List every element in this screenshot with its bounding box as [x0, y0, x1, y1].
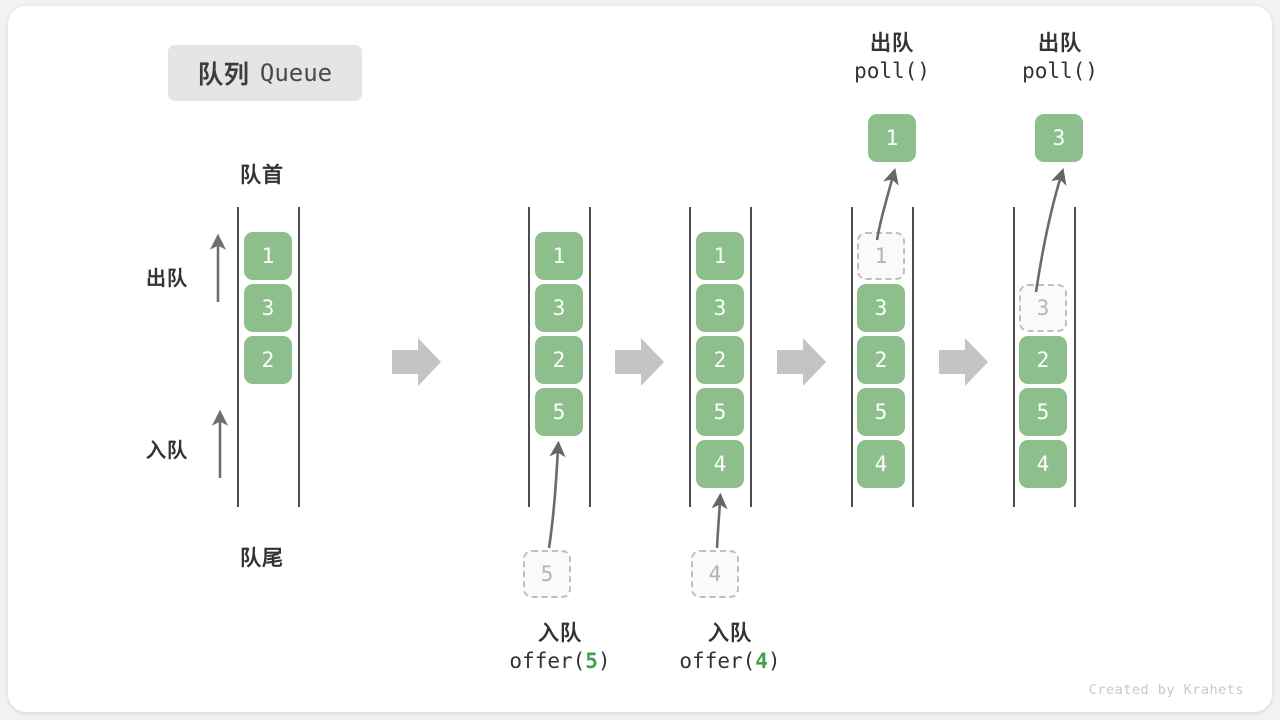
- caption-code-arg: 5: [585, 648, 598, 673]
- figure-title-cn: 队列: [197, 61, 250, 89]
- figure-card: [8, 6, 1272, 712]
- caption-offer-5-cn: 入队: [538, 622, 582, 645]
- figure-title-en: Queue: [259, 59, 333, 87]
- pending-element: 4: [691, 550, 739, 598]
- caption-offer-4-cn: 入队: [708, 622, 752, 645]
- queue-element: 5: [1019, 388, 1067, 436]
- caption-code-arg: 4: [755, 648, 768, 673]
- caption-poll-3-cn: 出队: [1038, 32, 1082, 55]
- caption-offer-4: 入队 offer(4): [650, 620, 810, 675]
- queue-element: 4: [1019, 440, 1067, 488]
- caption-code-prefix: offer(: [679, 648, 756, 673]
- popped-element: 1: [868, 114, 916, 162]
- queue-rail-right: [912, 207, 914, 507]
- caption-offer-5: 入队 offer(5): [480, 620, 640, 675]
- caption-poll-1-code: poll(): [854, 58, 930, 83]
- caption-code-suffix: ): [767, 648, 781, 673]
- figure-title-badge: 队列 Queue: [168, 45, 362, 101]
- watermark: Created by Krahets: [1088, 682, 1244, 698]
- queue-element: 3: [535, 284, 583, 332]
- queue-rail-right: [589, 207, 591, 507]
- queue-element: 3: [696, 284, 744, 332]
- label-dequeue-direction: 出队: [146, 268, 188, 290]
- queue-element: 3: [857, 284, 905, 332]
- queue-element: 2: [696, 336, 744, 384]
- queue-element: 1: [535, 232, 583, 280]
- queue-element: 5: [696, 388, 744, 436]
- queue-rail-left: [237, 207, 239, 507]
- queue-element: 5: [857, 388, 905, 436]
- caption-code-prefix: offer(: [509, 648, 586, 673]
- caption-offer-4-code: offer(4): [650, 648, 810, 676]
- removed-element: 1: [857, 232, 905, 280]
- popped-element: 3: [1035, 114, 1083, 162]
- queue-element: 2: [857, 336, 905, 384]
- label-enqueue-direction: 入队: [146, 440, 188, 462]
- removed-element: 3: [1019, 284, 1067, 332]
- queue-element: 1: [696, 232, 744, 280]
- caption-poll-3-code: poll(): [1022, 58, 1098, 83]
- label-queue-rear: 队尾: [240, 547, 284, 570]
- queue-element: 4: [857, 440, 905, 488]
- queue-element: 5: [535, 388, 583, 436]
- queue-rail-right: [1074, 207, 1076, 507]
- caption-poll-1-cn: 出队: [870, 32, 914, 55]
- caption-offer-5-code: offer(5): [480, 648, 640, 676]
- queue-rail-left: [689, 207, 691, 507]
- queue-rail-left: [1013, 207, 1015, 507]
- queue-element: 2: [535, 336, 583, 384]
- pending-element: 5: [523, 550, 571, 598]
- caption-poll-3: 出队 poll(): [980, 30, 1140, 85]
- caption-code-suffix: ): [597, 648, 611, 673]
- queue-element: 4: [696, 440, 744, 488]
- label-queue-front: 队首: [240, 164, 284, 187]
- queue-element: 2: [244, 336, 292, 384]
- queue-element: 2: [1019, 336, 1067, 384]
- queue-rail-left: [528, 207, 530, 507]
- queue-rail-right: [750, 207, 752, 507]
- queue-element: 1: [244, 232, 292, 280]
- queue-element: 3: [244, 284, 292, 332]
- caption-poll-1: 出队 poll(): [812, 30, 972, 85]
- queue-rail-right: [298, 207, 300, 507]
- queue-rail-left: [851, 207, 853, 507]
